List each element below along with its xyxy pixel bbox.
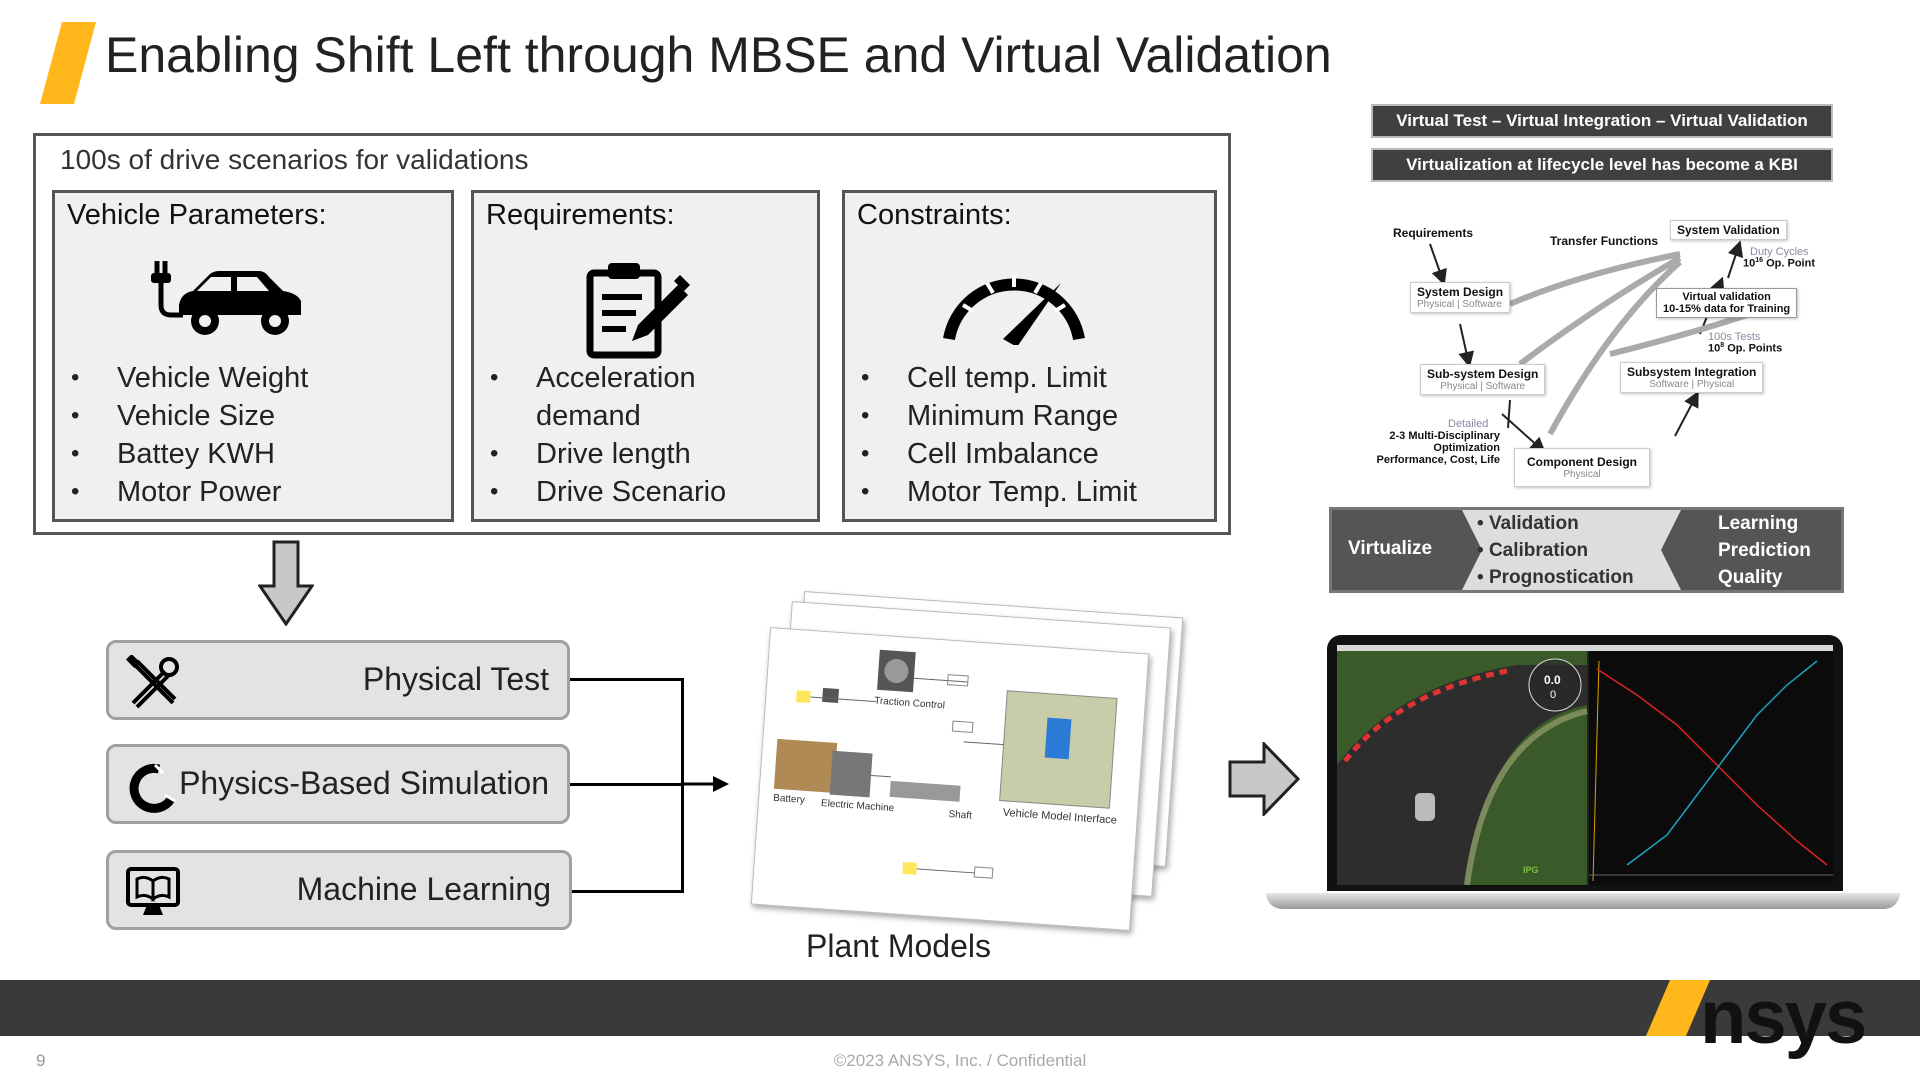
clipboard-icon [586,263,690,359]
plant-model-diagram: Traction Control Battery Electric Machin… [750,627,1150,931]
subsystem-design-node: Sub-system Design Physical | Software [1420,364,1546,395]
physics-simulation-box: Physics-Based Simulation [106,744,570,824]
ansys-logo-slash [1646,980,1710,1036]
battery-label: Battery [772,792,806,806]
speedometer-icon [943,275,1085,345]
v-model-diagram [1429,240,1751,454]
system-validation-node: System Validation [1670,220,1787,240]
simulation-display: 0.0 0 IPG [1337,645,1833,885]
list-item: Battey KWH [67,435,308,473]
constraints-title: Constraints: [857,199,1012,231]
list-item: Drive length [486,435,806,473]
laptop-screen: 0.0 0 IPG [1327,635,1843,891]
virtual-validation-node: Virtual validation 10-15% data for Train… [1656,288,1798,318]
list-item: Motor Temp. Limit [857,473,1137,511]
list-item: Cell Imbalance [857,435,1137,473]
list-item: • Calibration [1477,540,1589,561]
virtual-banner: Virtual Test – Virtual Integration – Vir… [1371,104,1833,138]
list-item: Motor Power [67,473,308,511]
list-item: Vehicle Size [67,397,308,435]
physics-simulation-label: Physics-Based Simulation [179,765,549,801]
list-item: • Validation [1477,513,1579,534]
constraints-box: Constraints: Cell temp. Limit Minimum Ra… [842,190,1217,522]
connector-line [570,783,684,786]
tests-label: 100s Tests [1708,331,1761,343]
virtualize-flow: Virtualize • Validation • Calibration • … [1329,507,1844,593]
requirements-node: Requirements [1393,226,1474,240]
list-item: Vehicle Weight [67,359,308,397]
ansys-logo-text: nsys [1700,975,1867,1060]
footer-band [0,980,1920,1036]
machine-learning-label: Machine Learning [296,871,551,907]
detailed-label: Detailed [1448,418,1489,430]
gear-value: 0 [1550,689,1557,701]
requirements-title: Requirements: [486,199,675,231]
vehicle-parameters-title: Vehicle Parameters: [67,199,327,231]
arrow-to-plant-models [683,776,729,792]
list-item: Cell temp. Limit [857,359,1137,397]
ipg-logo: IPG [1523,865,1539,875]
right-arrow [1228,742,1300,816]
laptop-base [1266,893,1900,909]
connector-line [572,890,684,893]
list-item: Drive Scenario [486,473,806,511]
speed-gauge-value: 0.0 [1544,673,1561,687]
kbi-banner: Virtualization at lifecycle level has be… [1371,148,1833,182]
connector-line [570,678,684,681]
physical-test-label: Physical Test [362,661,549,697]
constraints-list: Cell temp. Limit Minimum Range Cell Imba… [857,359,1137,511]
down-arrow [258,540,314,626]
list-item: • Prognostication [1477,567,1634,588]
tests-points-label: 108 Op. Points [1708,342,1783,355]
virtualize-label: Virtualize [1348,538,1433,559]
copyright-text: ©2023 ANSYS, Inc. / Confidential [833,1051,1087,1070]
subsystem-integration-node: Subsystem Integration Software | Physica… [1620,362,1764,393]
system-design-node: System Design Physical | Software [1410,282,1511,313]
electric-car-icon [151,261,301,335]
duty-points-label: 1016 Op. Point [1743,257,1815,270]
slide-title: Enabling Shift Left through MBSE and Vir… [105,27,1332,83]
list-item: Minimum Range [857,397,1137,435]
component-design-node: Component Design Physical [1514,448,1650,487]
page-number: 9 [36,1051,46,1070]
vehicle-parameters-box: Vehicle Parameters: Vehicle Weight Vehic… [52,190,454,522]
connector-line [681,678,684,893]
duty-cycles-label: Duty Cycles [1750,246,1809,258]
shaft-label: Shaft [948,808,973,822]
monitor-book-icon [126,867,180,915]
machine-learning-box: Machine Learning [106,850,572,930]
requirements-list: Acceleration demand Drive length Drive S… [486,359,806,511]
tools-icon [125,655,179,709]
vehicle-parameters-list: Vehicle Weight Vehicle Size Battey KWH M… [67,359,308,511]
physical-test-box: Physical Test [106,640,570,720]
learning-list: Learning Prediction Quality [1718,513,1811,588]
transfer-functions-label: Transfer Functions [1550,234,1659,248]
validation-list: • Validation • Calibration • Prognostica… [1477,510,1634,591]
plant-models-label: Plant Models [806,928,991,964]
mdo-label: 2-3 Multi-Disciplinary Optimization Perf… [1376,430,1500,466]
title-accent-bar [40,22,96,104]
scenarios-label: 100s of drive scenarios for validations [60,144,529,175]
magnet-icon [129,763,176,813]
list-item: Acceleration demand [486,359,726,435]
requirements-box: Requirements: Acceleration demand Drive … [471,190,820,522]
